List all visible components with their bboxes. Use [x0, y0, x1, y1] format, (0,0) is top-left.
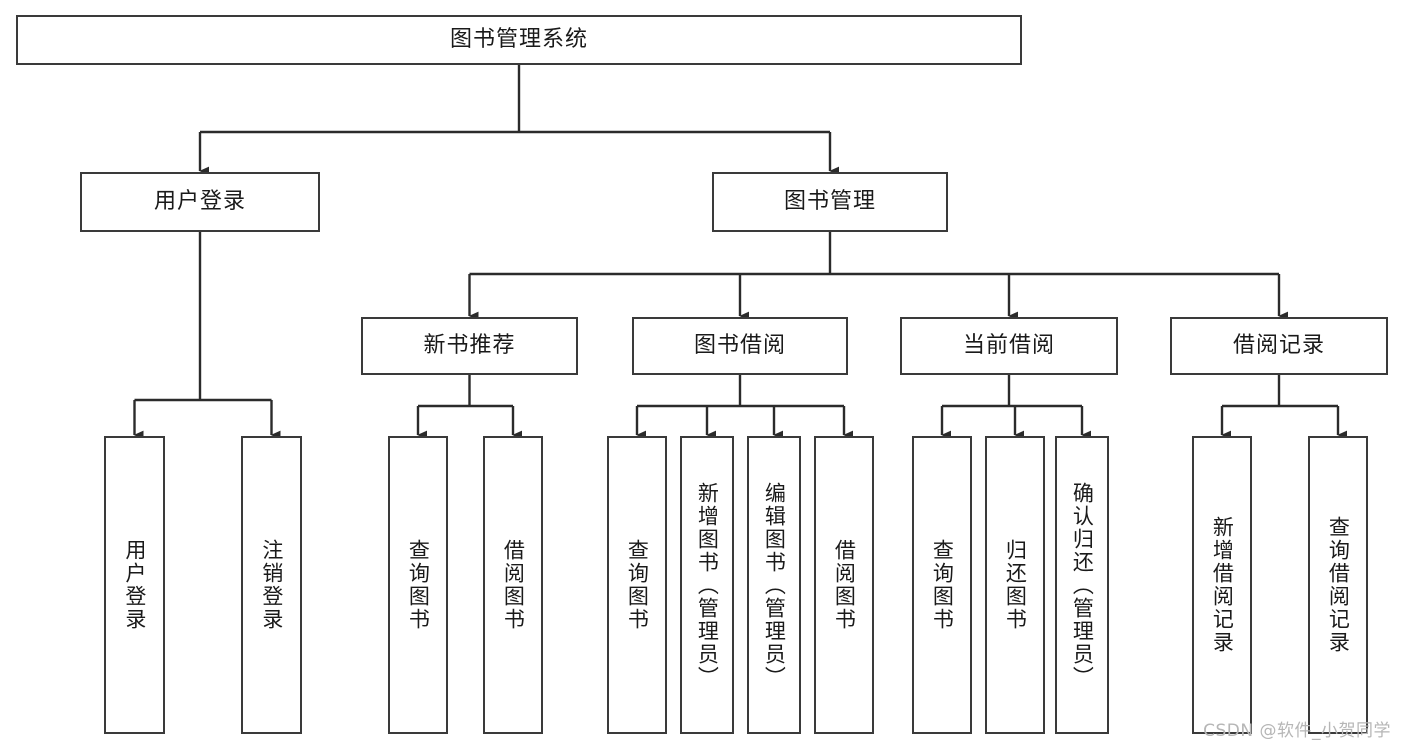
node-book-manage[interactable]: 图书管理 — [712, 172, 948, 232]
node-book-borrow-label: 图书借阅 — [693, 332, 786, 358]
leaf-return-book-label: 归还图书 — [1003, 539, 1028, 631]
node-borrow-record-label: 借阅记录 — [1232, 332, 1325, 358]
leaf-user-login[interactable]: 用户登录 — [104, 436, 165, 734]
node-user-login[interactable]: 用户登录 — [80, 172, 320, 232]
leaf-borrow-book-2[interactable]: 借阅图书 — [814, 436, 874, 734]
leaf-return-book[interactable]: 归还图书 — [985, 436, 1045, 734]
leaf-query-book-3-label: 查询图书 — [930, 539, 955, 631]
node-new-book-recommend-label: 新书推荐 — [423, 332, 516, 358]
leaf-edit-book-label: 编辑图书（管理员） — [762, 481, 787, 689]
leaf-edit-book[interactable]: 编辑图书（管理员） — [747, 436, 801, 734]
node-new-book-recommend[interactable]: 新书推荐 — [361, 317, 578, 375]
node-user-login-label: 用户登录 — [153, 188, 246, 214]
node-current-borrow-label: 当前借阅 — [962, 332, 1055, 358]
leaf-query-borrow-record-label: 查询借阅记录 — [1326, 516, 1351, 654]
leaf-add-book-label: 新增图书（管理员） — [695, 481, 720, 689]
leaf-logout-label: 注销登录 — [259, 539, 284, 631]
leaf-add-borrow-record-label: 新增借阅记录 — [1210, 516, 1235, 654]
node-root-label: 图书管理系统 — [449, 26, 588, 52]
leaf-add-borrow-record[interactable]: 新增借阅记录 — [1192, 436, 1252, 734]
leaf-user-login-label: 用户登录 — [122, 539, 147, 631]
leaf-borrow-book-1[interactable]: 借阅图书 — [483, 436, 543, 734]
node-root[interactable]: 图书管理系统 — [16, 15, 1022, 65]
leaf-query-book-2-label: 查询图书 — [625, 539, 650, 631]
leaf-borrow-book-1-label: 借阅图书 — [501, 539, 526, 631]
leaf-confirm-return-label: 确认归还（管理员） — [1070, 481, 1095, 689]
leaf-query-book-2[interactable]: 查询图书 — [607, 436, 667, 734]
node-book-manage-label: 图书管理 — [783, 188, 876, 214]
leaf-logout[interactable]: 注销登录 — [241, 436, 302, 734]
node-borrow-record[interactable]: 借阅记录 — [1170, 317, 1388, 375]
leaf-query-borrow-record[interactable]: 查询借阅记录 — [1308, 436, 1368, 734]
leaf-borrow-book-2-label: 借阅图书 — [832, 539, 857, 631]
csdn-watermark: CSDN @软件_小贺同学 — [1203, 721, 1391, 741]
leaf-query-book-3[interactable]: 查询图书 — [912, 436, 972, 734]
node-current-borrow[interactable]: 当前借阅 — [900, 317, 1118, 375]
node-book-borrow[interactable]: 图书借阅 — [632, 317, 848, 375]
leaf-query-book-1[interactable]: 查询图书 — [388, 436, 448, 734]
leaf-confirm-return[interactable]: 确认归还（管理员） — [1055, 436, 1109, 734]
leaf-query-book-1-label: 查询图书 — [406, 539, 431, 631]
leaf-add-book[interactable]: 新增图书（管理员） — [680, 436, 734, 734]
